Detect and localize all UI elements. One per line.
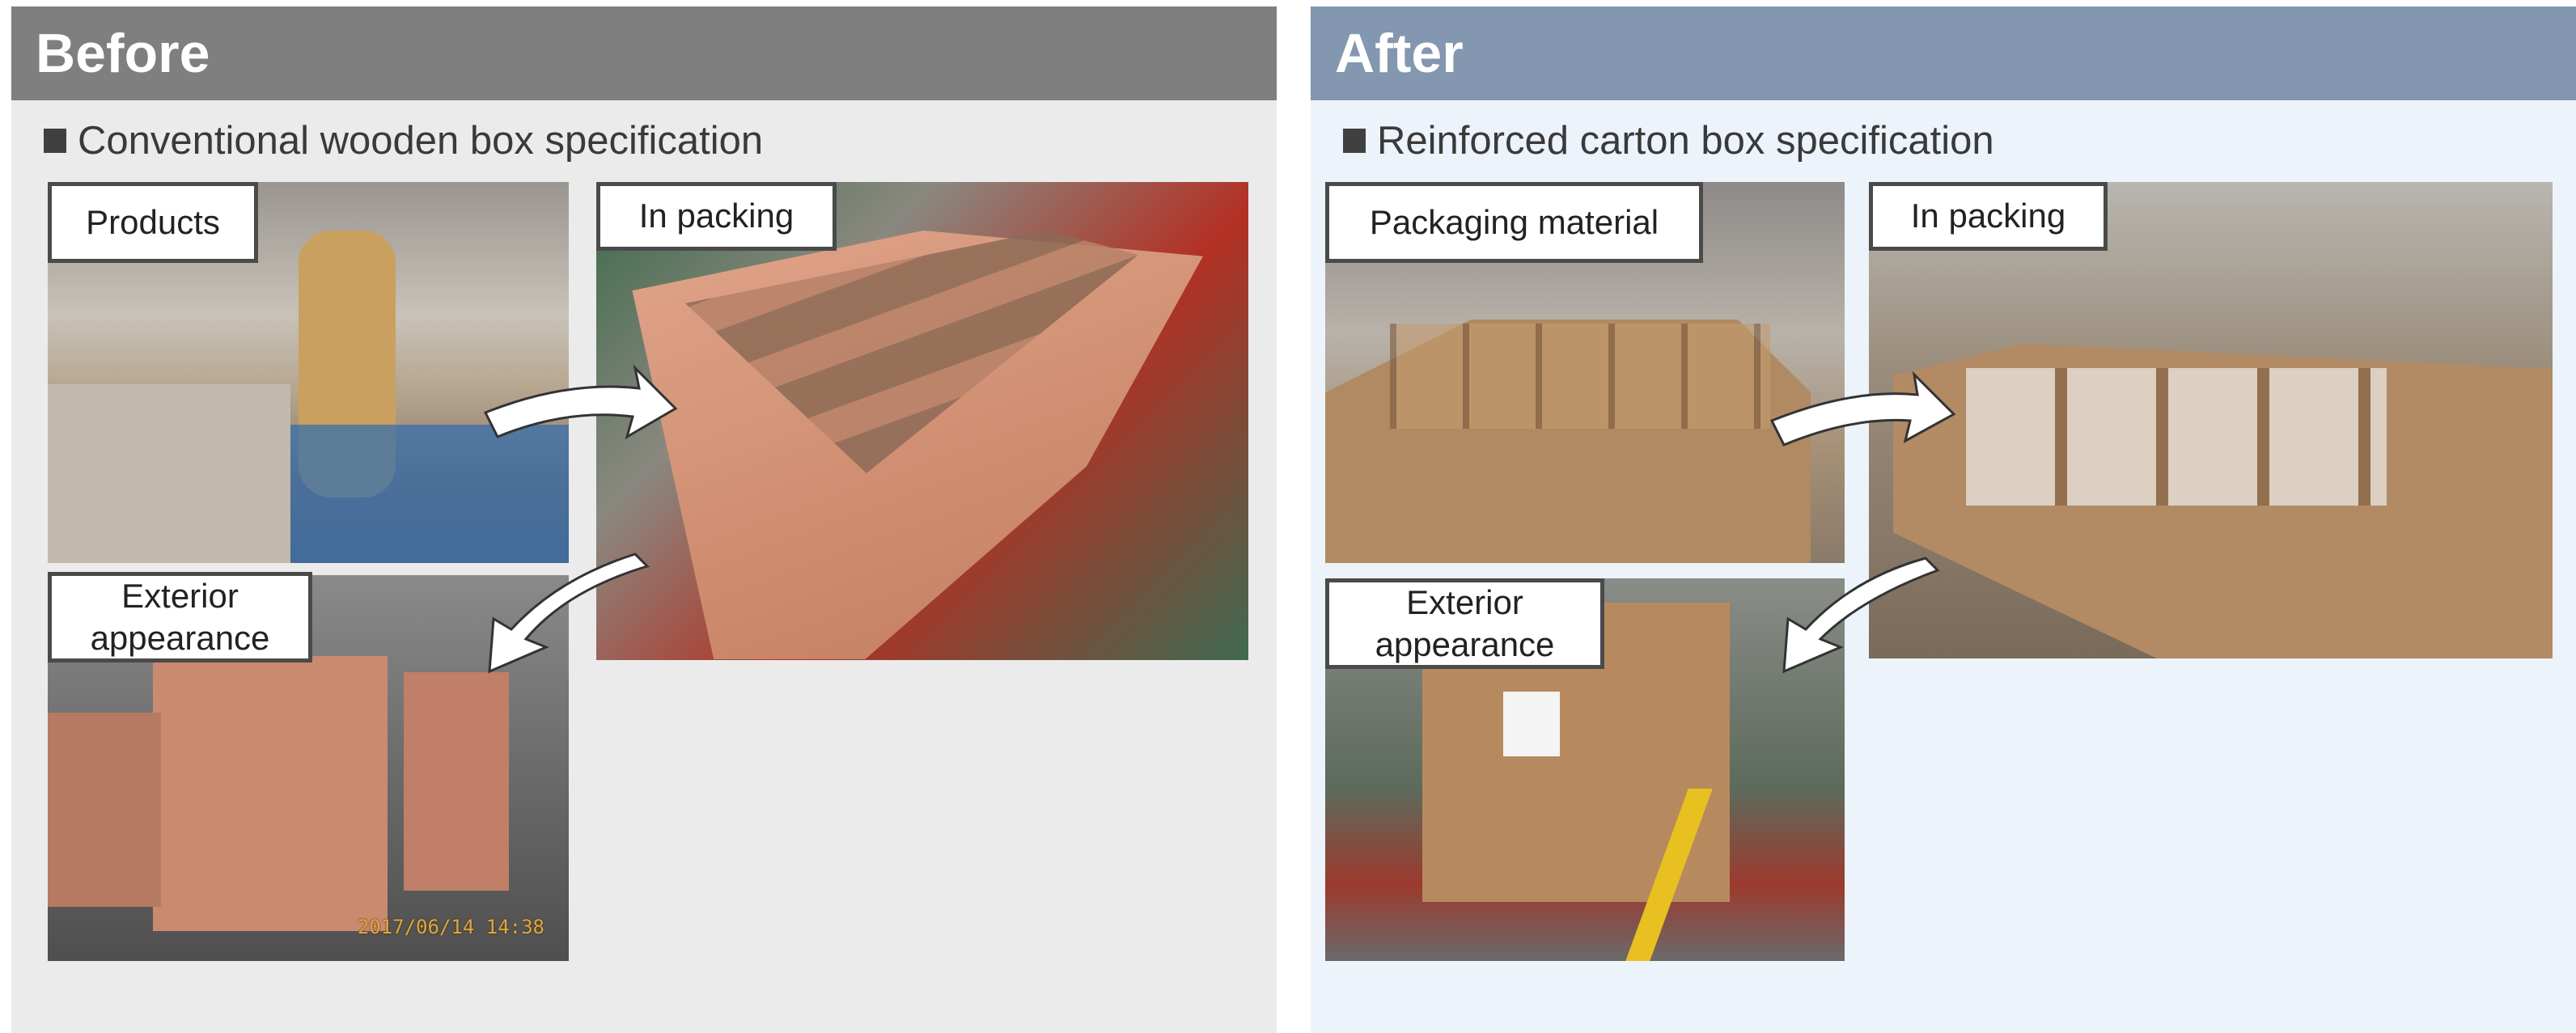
after-subtitle: Reinforced carton box specification (1343, 118, 1994, 163)
before-exterior-label: Exterior appearance (48, 572, 312, 663)
packaging-material-label: Packaging material (1325, 182, 1703, 263)
photo-timestamp: 2017/06/14 14:38 (357, 916, 544, 938)
before-in-packing-photo (596, 182, 1248, 660)
before-header: Before (11, 6, 1277, 100)
before-subtitle: Conventional wooden box specification (44, 118, 763, 163)
after-subtitle-text: Reinforced carton box specification (1377, 119, 1994, 163)
after-in-packing-label: In packing (1869, 182, 2108, 251)
before-subtitle-text: Conventional wooden box specification (78, 119, 764, 163)
after-exterior-label: Exterior appearance (1325, 578, 1604, 669)
after-header: After (1311, 6, 2576, 100)
before-in-packing-label: In packing (596, 182, 837, 251)
products-label: Products (48, 182, 258, 263)
square-bullet-icon (44, 129, 66, 153)
square-bullet-icon (1343, 129, 1366, 153)
after-in-packing-photo (1869, 182, 2553, 658)
